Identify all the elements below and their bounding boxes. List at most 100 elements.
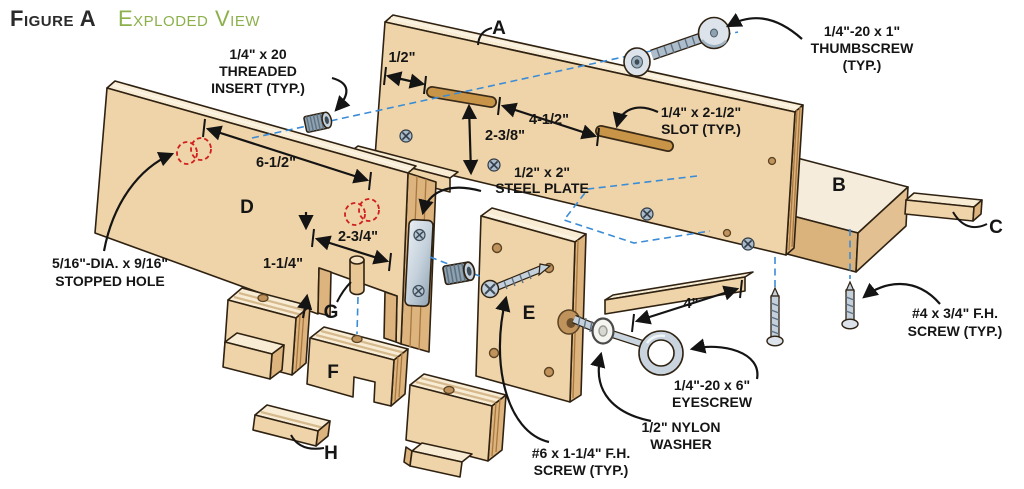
fh-screw-4-left <box>766 286 784 347</box>
nylon-washer <box>591 317 615 345</box>
svg-text:WASHER: WASHER <box>650 436 711 452</box>
callout-text: STOPPED HOLE <box>55 273 164 289</box>
dim-label: 6-1/2" <box>256 155 296 171</box>
callout-text: 1/2" NYLON <box>642 419 721 435</box>
svg-text:STOPPED HOLE: STOPPED HOLE <box>55 273 164 289</box>
part-h-key-stick <box>252 404 331 447</box>
svg-text:SCREW (TYP.): SCREW (TYP.) <box>534 462 629 478</box>
figure-subtitle: Exploded View <box>118 6 260 31</box>
dim-slot-edge-offset: 1/2" <box>383 50 427 95</box>
part-label-h: H <box>324 443 338 464</box>
dim-slot-spacing: 4-1/2" <box>497 96 600 147</box>
svg-text:EYESCREW: EYESCREW <box>672 394 753 410</box>
part-label-a: A <box>492 18 506 39</box>
slot-right <box>595 125 674 152</box>
callout-threaded-insert: 1/4" x 20 THREADED INSERT (TYP.) <box>211 46 351 112</box>
svg-text:1/4"-20 x 1": 1/4"-20 x 1" <box>824 23 900 39</box>
leader-part-h <box>290 434 325 450</box>
part-label-c: C <box>989 217 1003 238</box>
dim-label: 4-1/2" <box>529 112 569 128</box>
svg-text:1/2" x 2": 1/2" x 2" <box>514 164 570 180</box>
callout-stopped-hole: 5/16"-DIA. x 9/16" STOPPED HOLE <box>52 152 175 289</box>
dim-notch-width: 2-3/4" <box>298 212 392 272</box>
part-g-dowel-pin <box>349 255 365 296</box>
dim-label: 2-3/4" <box>338 229 378 245</box>
clamp-block-left <box>222 287 311 380</box>
dim-insert-spacing: 6-1/2" <box>202 118 372 191</box>
alignment-line-dowel <box>356 296 359 335</box>
callout-text: #6 x 1-1/4" F.H. <box>532 445 630 461</box>
eyescrew <box>572 314 684 376</box>
thumbscrew <box>650 16 731 61</box>
callout-text: THREADED <box>219 63 297 79</box>
svg-text:#4 x 3/4" F.H.: #4 x 3/4" F.H. <box>912 305 998 321</box>
callout-text: EYESCREW <box>672 394 753 410</box>
callout-fh-screw-6: #6 x 1-1/4" F.H. SCREW (TYP.) <box>495 295 630 478</box>
svg-text:THUMBSCREW: THUMBSCREW <box>811 40 914 56</box>
part-f-clamp-block <box>306 326 409 407</box>
callout-thumbscrew: 1/4"-20 x 1" THUMBSCREW (TYP.) <box>725 12 914 73</box>
leader-part-c <box>952 211 988 228</box>
threaded-insert-1 <box>303 111 333 133</box>
callout-text: 1/2" x 2" <box>514 164 570 180</box>
callout-text: SCREW (TYP.) <box>908 323 1003 339</box>
leader-part-g <box>336 281 352 303</box>
dim-label: 2-3/8" <box>485 128 525 144</box>
fh-screw-4-right <box>841 280 859 330</box>
svg-text:1/4" x 2-1/2": 1/4" x 2-1/2" <box>661 104 741 120</box>
callout-nylon-washer: 1/2" NYLON WASHER <box>590 351 721 452</box>
callout-fh-screw-4: #4 x 3/4" F.H. SCREW (TYP.) <box>862 282 1003 339</box>
svg-text:#6 x 1-1/4" F.H.: #6 x 1-1/4" F.H. <box>532 445 630 461</box>
callout-slot: 1/4" x 2-1/2" SLOT (TYP.) <box>612 104 741 137</box>
threaded-insert-2 <box>442 261 476 286</box>
fence-pilot-hole <box>767 156 777 166</box>
svg-text:SLOT (TYP.): SLOT (TYP.) <box>661 121 741 137</box>
part-c-runner <box>904 192 983 222</box>
dim-notch-depth: 1-1/4" <box>263 256 313 319</box>
callout-text: INSERT (TYP.) <box>211 80 305 96</box>
callout-text: SLOT (TYP.) <box>661 121 741 137</box>
callout-text: STEEL PLATE <box>495 180 589 196</box>
dim-label: 1/2" <box>388 50 415 66</box>
fence-pilot-hole <box>722 228 732 238</box>
svg-text:1/2" NYLON: 1/2" NYLON <box>642 419 721 435</box>
callout-text: #4 x 3/4" F.H. <box>912 305 998 321</box>
part-label-g: G <box>324 302 339 323</box>
clamp-block-right <box>403 373 507 478</box>
callout-text: 1/4"-20 x 6" <box>674 377 750 393</box>
part-label-e: E <box>523 303 536 324</box>
part-label-d: D <box>240 197 254 218</box>
dim-label: 4" <box>684 296 699 312</box>
callout-text: (TYP.) <box>843 57 882 73</box>
svg-text:5/16"-DIA. x 9/16": 5/16"-DIA. x 9/16" <box>52 255 168 271</box>
slot-left <box>426 86 497 108</box>
svg-text:THREADED: THREADED <box>219 63 297 79</box>
part-label-b: B <box>832 175 846 196</box>
fh-screw-6 <box>480 263 552 299</box>
dim-label: 1-1/4" <box>263 256 303 272</box>
svg-text:(TYP.): (TYP.) <box>843 57 882 73</box>
callout-text: 1/4" x 2-1/2" <box>661 104 741 120</box>
svg-text:1/4" x 20: 1/4" x 20 <box>229 46 286 62</box>
callout-text: SCREW (TYP.) <box>534 462 629 478</box>
callout-text: THUMBSCREW <box>811 40 914 56</box>
svg-text:STEEL PLATE: STEEL PLATE <box>495 180 589 196</box>
svg-text:1/4"-20 x 6": 1/4"-20 x 6" <box>674 377 750 393</box>
svg-text:SCREW (TYP.): SCREW (TYP.) <box>908 323 1003 339</box>
callout-text: 5/16"-DIA. x 9/16" <box>52 255 168 271</box>
figure-title: Figure A <box>10 6 96 31</box>
dim-slot-height: 2-3/8" <box>461 103 525 176</box>
hidden-base-outline <box>562 175 711 244</box>
leader-part-a <box>477 27 493 46</box>
fence-screw-heads <box>399 129 755 251</box>
svg-text:INSERT (TYP.): INSERT (TYP.) <box>211 80 305 96</box>
callout-eyescrew: 1/4"-20 x 6" EYESCREW <box>672 338 759 410</box>
callout-text: WASHER <box>650 436 711 452</box>
callout-text: 1/4" x 20 <box>229 46 286 62</box>
callout-text: 1/4"-20 x 1" <box>824 23 900 39</box>
dim-runner-reveal: 4" <box>631 279 743 333</box>
part-label-f: F <box>327 362 339 383</box>
thumbscrew-washer <box>623 47 651 77</box>
callout-steel-plate: 1/2" x 2" STEEL PLATE <box>418 164 589 216</box>
